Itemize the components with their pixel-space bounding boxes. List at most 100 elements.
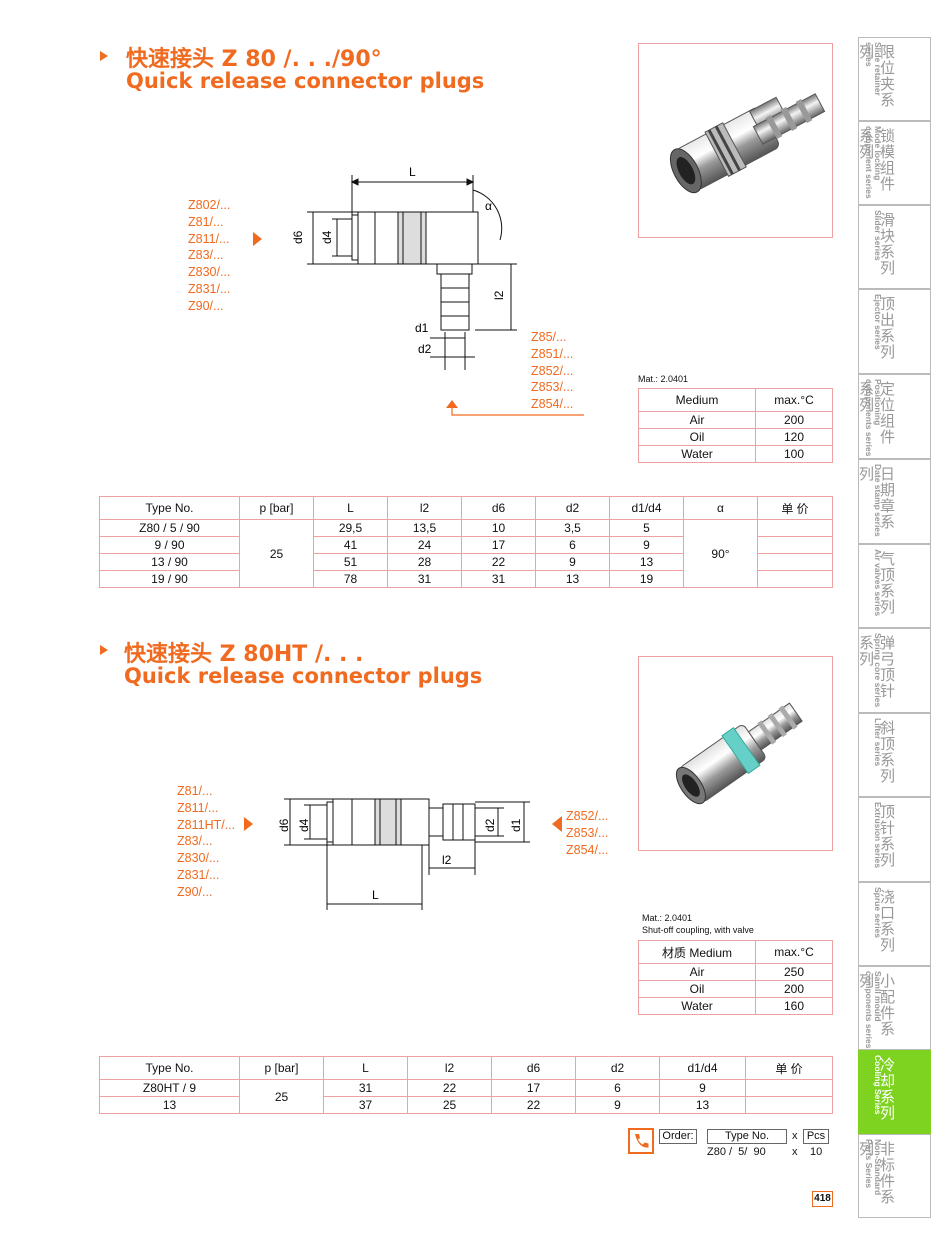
side-tab-spring-core[interactable]: 弹弓顶针系列 Spring core series bbox=[857, 628, 931, 713]
model-item: Z854/... bbox=[531, 397, 574, 412]
model-item: Z831/... bbox=[177, 867, 220, 882]
table-header: max.°C bbox=[755, 388, 833, 412]
section2-mat: Mat.: 2.0401 bbox=[642, 913, 693, 923]
straight-connector-drawing: d6 d4 d2 d1 l2 L bbox=[277, 798, 530, 910]
side-tab-extrusion[interactable]: 顶针系列 Extrusion series bbox=[858, 797, 931, 882]
pointer-up-arrow-icon bbox=[446, 400, 584, 416]
model-item: Z90/... bbox=[177, 884, 213, 899]
side-tab-sprue[interactable]: 浇口系列 Sprue series bbox=[858, 882, 931, 966]
table-cell: 13 bbox=[659, 1096, 746, 1114]
section2-title-en: Quick release connector plugs bbox=[124, 664, 483, 688]
table-header: L bbox=[323, 1056, 408, 1080]
side-tab-slide-retainer[interactable]: 限位夹系列 Slide retainer series bbox=[857, 37, 931, 121]
price-cell bbox=[745, 1079, 833, 1097]
section2-spec-table: Type No. p [bar] L l2 d6 d2 d1/d4 单 价 Z8… bbox=[99, 1056, 833, 1114]
side-tab-ejector[interactable]: 顶出系列 Ejector series bbox=[858, 289, 931, 374]
side-tab-mode-locking[interactable]: 锁模组件系列 Mode locking component series bbox=[857, 121, 931, 205]
table-cell: 13 bbox=[535, 570, 610, 588]
table-cell: 17 bbox=[491, 1079, 576, 1097]
model-item: Z811/... bbox=[177, 800, 219, 815]
table-row: Oil 200 bbox=[638, 980, 833, 998]
section2-right-models: Z852/... Z853/... Z854/... bbox=[566, 808, 608, 858]
table-cell: 51 bbox=[313, 553, 388, 571]
table-cell: 9 bbox=[609, 536, 684, 554]
table-header: Medium bbox=[638, 388, 756, 412]
model-item: Z83/... bbox=[188, 248, 224, 263]
model-item: Z90/... bbox=[188, 298, 224, 313]
table-cell: 90° bbox=[683, 519, 758, 588]
table-cell: 160 bbox=[755, 997, 833, 1015]
table-cell: 22 bbox=[491, 1096, 576, 1114]
side-tab-air-valves[interactable]: 气顶系列 Air valves series bbox=[858, 544, 931, 628]
section2-medium-table: 材质 Medium max.°C Air 250 Oil 200 Water 1… bbox=[638, 940, 833, 1015]
model-item: Z81/... bbox=[188, 214, 224, 229]
table-row: Oil 120 bbox=[638, 428, 833, 446]
table-cell: 13 bbox=[99, 1096, 240, 1114]
side-tab-non-standard[interactable]: 非标件系列 Non-Standard Parts Series bbox=[857, 1134, 931, 1218]
model-item: Z83/... bbox=[177, 834, 213, 849]
phone-order-icon[interactable] bbox=[628, 1128, 654, 1154]
heading-arrow-icon bbox=[100, 51, 108, 61]
section2-title-zh: 快速接头 Z 80HT /. . . bbox=[124, 642, 364, 667]
model-item: Z852/... bbox=[531, 363, 574, 378]
order-example-qty: 10 bbox=[810, 1146, 823, 1158]
order-type-label: Type No. bbox=[707, 1129, 787, 1144]
heading-arrow-icon bbox=[100, 645, 108, 655]
price-cell bbox=[757, 570, 833, 588]
dim-d2-label: d2 bbox=[418, 342, 432, 356]
table-cell: 29,5 bbox=[313, 519, 388, 537]
model-item: Z831/... bbox=[188, 281, 231, 296]
table-header: Type No. bbox=[99, 1056, 240, 1080]
dim-d1-label: d1 bbox=[509, 818, 523, 832]
table-cell: 13 bbox=[609, 553, 684, 571]
model-item: Z85/... bbox=[531, 330, 567, 344]
elbow-connector-drawing: L d6 d4 α l2 d1 d2 bbox=[291, 165, 517, 370]
table-cell: 5 bbox=[609, 519, 684, 537]
table-header: Type No. bbox=[99, 496, 240, 520]
table-cell: 6 bbox=[535, 536, 610, 554]
section2-left-models: Z81/... Z811/... Z811HT/... Z83/... Z830… bbox=[177, 783, 235, 901]
model-item: Z811HT/... bbox=[177, 817, 236, 832]
table-header: L bbox=[313, 496, 388, 520]
side-tab-positioning[interactable]: 定位组件系列 Positioning components series bbox=[857, 374, 931, 459]
side-tab-cooling[interactable]: 冷却系列 Cooling Series bbox=[858, 1050, 931, 1134]
price-cell bbox=[757, 553, 833, 571]
table-cell: 19 / 90 bbox=[99, 570, 240, 588]
table-row: Water 160 bbox=[638, 997, 833, 1015]
table-cell: 22 bbox=[407, 1079, 492, 1097]
table-header: d1/d4 bbox=[659, 1056, 746, 1080]
table-cell: 78 bbox=[313, 570, 388, 588]
model-item: Z811/... bbox=[188, 231, 230, 246]
section1-right-models: Z85/... Z851/... Z852/... Z853/... Z854/… bbox=[531, 329, 573, 413]
page-number: 418 bbox=[812, 1191, 833, 1207]
product-photo-straight bbox=[638, 656, 833, 851]
side-tab-date-stamp[interactable]: 日期章系列 Date stamp series bbox=[857, 459, 931, 544]
order-example-x: x bbox=[792, 1146, 798, 1158]
table-header: 材质 Medium bbox=[638, 940, 756, 964]
table-cell: 37 bbox=[323, 1096, 408, 1114]
side-tab-lifter[interactable]: 斜顶系列 Lifter series bbox=[858, 713, 931, 797]
model-item: Z81/... bbox=[177, 784, 213, 798]
table-row: 9 / 90 41 24 17 6 9 bbox=[99, 536, 833, 554]
pointer-right-icon bbox=[244, 817, 253, 831]
section2-note: Shut-off coupling, with valve bbox=[642, 925, 754, 935]
table-row: Air 250 bbox=[638, 963, 833, 981]
straight-connector-image bbox=[675, 702, 803, 805]
table-cell: Air bbox=[638, 963, 756, 981]
table-header: d6 bbox=[491, 1056, 576, 1080]
model-item: Z852/... bbox=[566, 809, 609, 823]
model-item: Z853/... bbox=[531, 380, 574, 395]
model-item: Z830/... bbox=[177, 851, 220, 866]
side-tab-slider[interactable]: 滑块系列 Slider series bbox=[858, 205, 931, 289]
table-row: Air 200 bbox=[638, 411, 833, 429]
model-item: Z851/... bbox=[531, 346, 574, 361]
section1-left-models: Z802/... Z81/... Z811/... Z83/... Z830/.… bbox=[188, 197, 230, 315]
side-tab-small-components[interactable]: 小配件系列 Samll mould components series bbox=[857, 966, 931, 1050]
table-cell: 9 bbox=[535, 553, 610, 571]
table-cell: 100 bbox=[755, 445, 833, 463]
table-cell: Water bbox=[638, 997, 756, 1015]
table-cell: 31 bbox=[387, 570, 462, 588]
table-row: 13 37 25 22 9 13 bbox=[99, 1096, 833, 1114]
order-pcs-label: Pcs bbox=[803, 1129, 829, 1144]
dim-L-label: L bbox=[372, 888, 379, 902]
